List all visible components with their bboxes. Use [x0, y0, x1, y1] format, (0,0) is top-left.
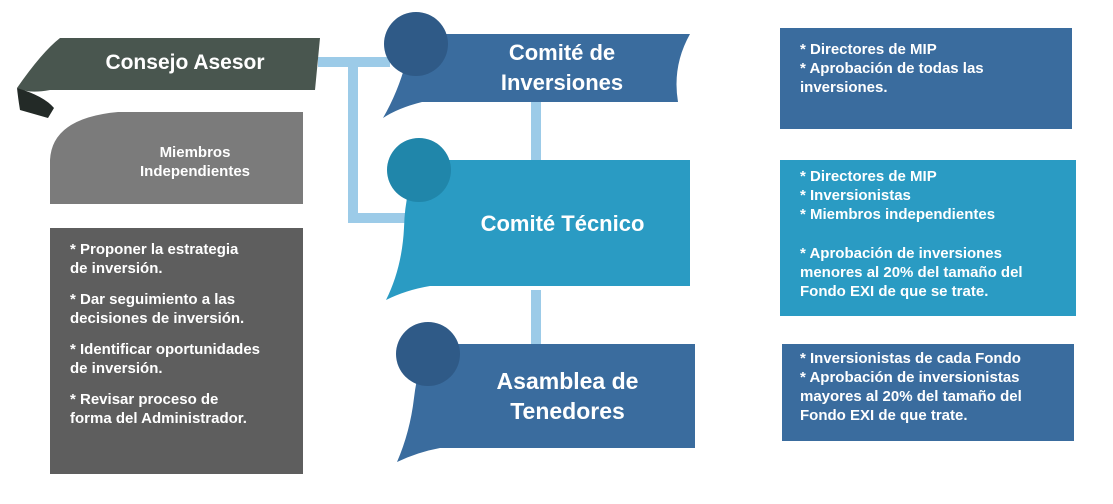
comite-inversiones-title: Comité de Inversiones [500, 40, 624, 95]
asamblea-circle-icon [396, 322, 460, 386]
inversiones-ribbon-shape [383, 34, 690, 118]
connector-tecnico-to-asamblea [531, 290, 541, 346]
responsabilidad-item: * Revisar proceso de forma del Administr… [70, 391, 247, 427]
asamblea-ribbon-shape [397, 344, 695, 462]
inversiones-details: * Directores de MIP * Aprobación de toda… [800, 40, 1065, 97]
tecnico-circle-icon [387, 138, 451, 202]
tecnico-member-item: * Miembros independientes [800, 206, 996, 223]
asamblea-tenedores-title: Asamblea de Tenedores [496, 368, 639, 424]
responsabilidad-item: * Proponer la estrategia de inversión. [70, 241, 239, 277]
tecnico-details: * Directores de MIP * Inversionistas * M… [800, 167, 1072, 301]
consejo-banner-fold [17, 88, 54, 118]
inversiones-detail-item: * Aprobación de todas las inversiones. [800, 60, 984, 96]
responsabilidades-list: * Proponer la estrategia de inversión. *… [70, 240, 295, 428]
consejo-asesor-title: Consejo Asesor [105, 51, 265, 74]
tecnico-approval-text: * Aprobación de inversiones menores al 2… [800, 245, 1023, 300]
inversiones-details-box-shape [780, 28, 1072, 129]
tecnico-details-box-shape [780, 160, 1076, 316]
responsabilidad-item: * Identificar oportunidades de inversión… [70, 341, 261, 377]
responsabilidades-box-shape [50, 228, 303, 474]
asamblea-detail-item: * Inversionistas de cada Fondo [800, 350, 1021, 367]
connector-to-tecnico [348, 213, 408, 223]
connector-vertical-left [348, 57, 358, 223]
asamblea-details: * Inversionistas de cada Fondo * Aprobac… [800, 349, 1070, 425]
comite-tecnico-title: Comité Técnico [480, 211, 645, 236]
tecnico-member-item: * Directores de MIP [800, 168, 937, 185]
asamblea-detail-item: * Aprobación de inversionistas mayores a… [800, 369, 1022, 424]
inversiones-circle-icon [384, 12, 448, 76]
consejo-banner-shape [17, 38, 320, 92]
miembros-tab-shape [50, 112, 303, 204]
miembros-independientes-label: Miembros Independientes [139, 144, 251, 180]
tecnico-ribbon-shape [386, 160, 690, 300]
inversiones-detail-item: * Directores de MIP [800, 41, 937, 58]
connector-inversiones-to-tecnico [531, 100, 541, 162]
tecnico-member-item: * Inversionistas [800, 187, 911, 204]
responsabilidad-item: * Dar seguimiento a las decisiones de in… [70, 291, 245, 327]
asamblea-details-box-shape [782, 344, 1074, 441]
